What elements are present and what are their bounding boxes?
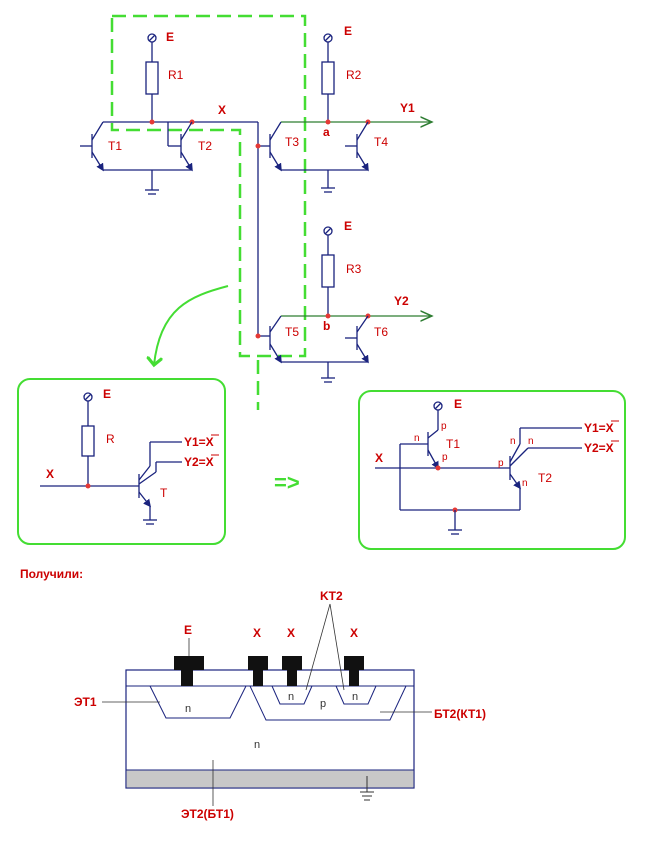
node-x-label: X bbox=[218, 103, 226, 117]
equivalence-arrow: => bbox=[274, 470, 300, 495]
supply-label-3: E bbox=[344, 219, 352, 233]
svg-text:p: p bbox=[441, 421, 447, 432]
panel2-transistor-t2: p n n n T2 bbox=[498, 436, 552, 490]
svg-text:X: X bbox=[287, 626, 295, 640]
et1-label: ЭТ1 bbox=[74, 695, 97, 709]
node-b bbox=[325, 313, 331, 319]
resistor-r1-label: R1 bbox=[168, 68, 184, 82]
panel1-y2-label: Y2=X bbox=[184, 455, 214, 469]
electrode-x-3: X bbox=[344, 626, 364, 686]
transistor-t4: T4 bbox=[345, 121, 388, 172]
supply-e-1: E bbox=[147, 30, 174, 62]
svg-text:p: p bbox=[442, 452, 448, 463]
equivalent-circuit-panel: E R X T Y1=X Y2=X bbox=[17, 378, 226, 545]
supply-e-2: E bbox=[323, 24, 352, 62]
svg-text:X: X bbox=[253, 626, 261, 640]
electrode-e: E bbox=[174, 623, 204, 686]
resistor-r3 bbox=[321, 254, 335, 288]
panel1-input-label: X bbox=[46, 467, 54, 481]
node-r1 bbox=[149, 119, 155, 125]
resistor-r3-label: R3 bbox=[346, 262, 362, 276]
svg-text:n: n bbox=[522, 478, 528, 489]
bt2-label: БТ2(КТ1) bbox=[434, 707, 486, 721]
i2l-equivalent-panel: E p n p T1 X p n n n T2 Y1=X bbox=[358, 390, 626, 550]
ground-1 bbox=[145, 189, 159, 195]
panel1-transistor: T bbox=[138, 441, 182, 525]
svg-text:E: E bbox=[184, 623, 192, 637]
transistor-t1: T1 bbox=[80, 121, 122, 172]
panel2-t2-label: T2 bbox=[538, 471, 552, 485]
svg-text:n: n bbox=[254, 739, 260, 751]
node-a bbox=[325, 119, 331, 125]
ground-3 bbox=[321, 377, 335, 383]
resistor-r2-label: R2 bbox=[346, 68, 362, 82]
transistor-t3: T3 bbox=[269, 121, 299, 172]
svg-text:p: p bbox=[498, 458, 504, 469]
node-a-label: a bbox=[323, 125, 330, 139]
panel2-transistor-t1: n p T1 bbox=[414, 429, 460, 470]
t5-label: T5 bbox=[285, 325, 299, 339]
et2-label: ЭТ2(БТ1) bbox=[181, 807, 234, 821]
resistor-r2 bbox=[321, 61, 335, 95]
panel2-y2-label: Y2=X bbox=[584, 441, 614, 455]
t1-label: T1 bbox=[108, 139, 122, 153]
node-b-label: b bbox=[323, 319, 330, 333]
cross-section: E X X X n n n p n KT2 ЭТ1 БТ2(КТ1) bbox=[74, 589, 486, 821]
supply-label-1: E bbox=[166, 30, 174, 44]
electrode-x-2: X bbox=[282, 626, 302, 686]
svg-text:n: n bbox=[185, 703, 191, 715]
t2-label: T2 bbox=[198, 139, 212, 153]
panel1-y1-label: Y1=X bbox=[184, 435, 214, 449]
highlight-arrow bbox=[154, 285, 229, 365]
transistor-t6: T6 bbox=[345, 315, 388, 364]
transistor-t5: T5 bbox=[269, 315, 299, 364]
panel2-t1-label: T1 bbox=[446, 437, 460, 451]
svg-text:n: n bbox=[352, 691, 358, 703]
svg-text:X: X bbox=[350, 626, 358, 640]
kt2-label: KT2 bbox=[320, 589, 343, 603]
t3-label: T3 bbox=[285, 135, 299, 149]
highlight-region bbox=[110, 14, 307, 358]
transistor-t2: T2 bbox=[167, 121, 212, 172]
panel2-input-label: X bbox=[375, 451, 383, 465]
panel1-resistor-label: R bbox=[106, 432, 115, 446]
ground-2 bbox=[321, 187, 335, 193]
panel1-transistor-label: T bbox=[160, 486, 168, 500]
panel2-y1-label: Y1=X bbox=[584, 421, 614, 435]
panel2-supply-label: E bbox=[454, 397, 462, 411]
resistor-r1 bbox=[145, 61, 159, 95]
svg-text:p: p bbox=[320, 698, 326, 710]
t6-label: T6 bbox=[374, 325, 388, 339]
svg-text:n: n bbox=[414, 433, 420, 444]
panel1-resistor bbox=[81, 425, 95, 457]
output-y1-label: Y1 bbox=[400, 101, 415, 115]
svg-text:n: n bbox=[528, 436, 534, 447]
supply-e-3: E bbox=[323, 219, 352, 255]
output-y2-label: Y2 bbox=[394, 294, 409, 308]
result-caption: Получили: bbox=[20, 567, 83, 581]
t4-label: T4 bbox=[374, 135, 388, 149]
svg-text:n: n bbox=[510, 436, 516, 447]
top-circuit: E E E R1 R2 R3 X bbox=[80, 14, 432, 410]
electrode-x-1: X bbox=[248, 626, 268, 686]
svg-text:n: n bbox=[288, 691, 294, 703]
supply-label-2: E bbox=[344, 24, 352, 38]
panel1-supply-label: E bbox=[103, 387, 111, 401]
